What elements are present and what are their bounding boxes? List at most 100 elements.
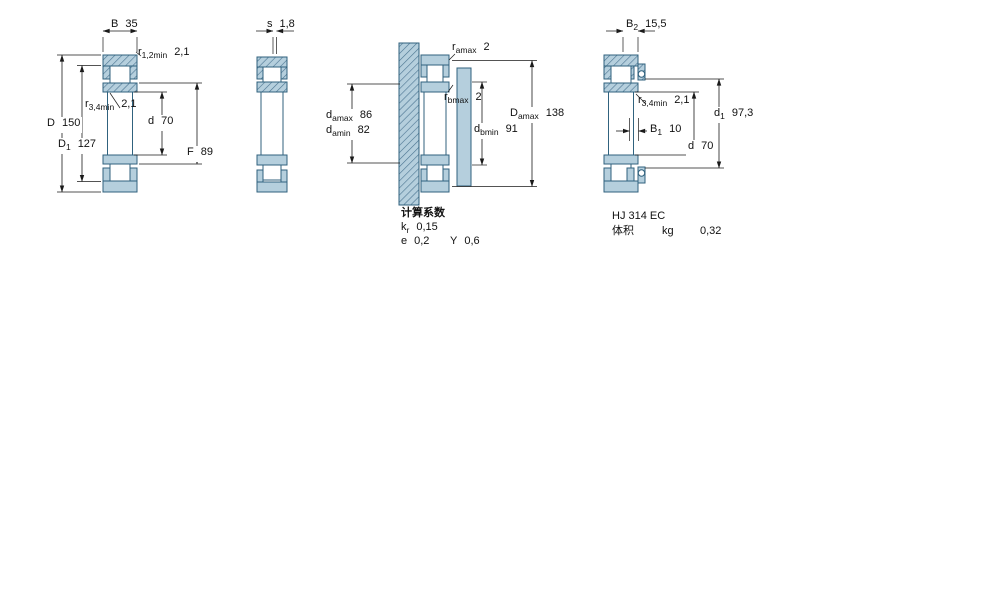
dim-value: 2,1 (174, 46, 190, 58)
dim-label-B1: B1 10 (650, 123, 681, 139)
dim-symbol: r (444, 91, 448, 103)
dim-symbol: r (638, 94, 642, 106)
angle-ring-designation: HJ 314 EC (612, 210, 666, 222)
outer-ring-bottom (603, 180, 639, 193)
dim-value: 10 (669, 123, 682, 135)
inner-ring-bottom (603, 154, 639, 165)
dim-symbol: B (626, 18, 634, 30)
dim-subscript: amin (332, 128, 351, 139)
factor-symbol: Y (450, 235, 458, 247)
dim-value: 2 (475, 91, 482, 103)
flange-left (420, 64, 428, 78)
flange-left (603, 65, 612, 80)
outer-ring-bottom (256, 181, 288, 193)
outer-ring-flange-left-bottom (102, 167, 111, 182)
dim-symbol: d (326, 109, 333, 121)
flange-left-bottom (420, 168, 428, 182)
flange-left-bottom (603, 167, 612, 182)
roller-top (610, 65, 632, 84)
abutment-ring-section (456, 67, 472, 187)
flange-right-bottom (442, 168, 450, 182)
mass-label: 体积 (612, 225, 634, 237)
flange-right-bottom (626, 167, 635, 182)
shaft-shoulder-section (398, 42, 420, 206)
dim-value: 86 (359, 109, 373, 121)
angle-ring-radius-mark-bottom (637, 169, 646, 177)
flange-right (442, 64, 450, 78)
dim-subscript: 1 (720, 111, 725, 122)
outer-ring-top (102, 54, 138, 67)
roller-bottom (109, 163, 131, 182)
dim-symbol: D (510, 107, 518, 119)
flange-right (280, 66, 288, 80)
dim-subscript: bmax (447, 95, 469, 106)
dim-symbol: B (650, 123, 658, 135)
outer-ring-top (256, 56, 288, 68)
roller-top (109, 65, 131, 84)
outer-ring-flange-right-bottom (129, 167, 138, 182)
dim-value: 70 (161, 115, 174, 127)
dim-label-dbmin: dbmin 91 (472, 123, 520, 140)
bore-section (260, 91, 284, 156)
dim-label-d-hj: d 70 (686, 140, 716, 157)
dim-symbol: D (47, 117, 55, 129)
dim-symbol: s (267, 18, 273, 30)
dim-label-r12min: r1,2min 2,1 (138, 46, 189, 62)
dim-symbol: d (474, 123, 481, 135)
flange-left (256, 66, 264, 80)
dim-subscript: 1,2min (141, 50, 168, 61)
roller-bottom (426, 164, 444, 182)
dim-subscript: amax (332, 113, 353, 124)
angle-ring-radius-mark-top (637, 70, 646, 78)
dim-symbol: d (688, 140, 695, 152)
dim-subscript: amax (455, 45, 477, 56)
mass-value: 0,32 (700, 225, 722, 237)
fig2-ring-cross-section (256, 28, 294, 193)
dim-label-B: B 35 (111, 18, 138, 34)
dim-value: 91 (505, 123, 518, 135)
factor-subscript: r (406, 225, 410, 236)
dim-symbol: D (58, 138, 66, 150)
dim-value: 82 (357, 124, 370, 136)
outer-ring-flange-right (129, 65, 138, 80)
dim-symbol: F (187, 146, 194, 158)
factor-symbol: e (401, 235, 408, 247)
dim-label-Damax: Damax 138 (508, 107, 567, 124)
inner-ring-top (102, 82, 138, 93)
dim-value: 35 (125, 18, 138, 30)
dim-value: 1,8 (279, 18, 295, 30)
fig1-bearing-cross-section (57, 28, 202, 193)
dim-value: 2 (483, 41, 490, 53)
dim-value: 138 (545, 107, 565, 119)
dim-label-rbmax: rbmax 2 (444, 91, 482, 107)
dim-value: 70 (701, 140, 714, 152)
flange-left-bottom (256, 169, 264, 183)
inner-ring-top (603, 82, 639, 93)
dim-value: 15,5 (645, 18, 667, 30)
dim-label-B2: B2 15,5 (626, 18, 667, 34)
dim-label-s: s 1,8 (267, 18, 295, 34)
dim-symbol: r (138, 46, 142, 58)
dim-symbol: B (111, 18, 119, 30)
dim-subscript: 1 (65, 142, 71, 153)
dim-subscript: bmin (480, 127, 499, 138)
inner-ring-bottom (420, 154, 450, 166)
dim-subscript: amax (517, 111, 539, 122)
dim-subscript: 2 (633, 22, 639, 33)
outer-ring-bottom (420, 180, 450, 193)
bore-section (423, 91, 447, 156)
inner-ring-bottom (256, 154, 288, 166)
dim-value: 2,1 (121, 98, 137, 110)
dim-subscript: 1 (657, 127, 663, 138)
